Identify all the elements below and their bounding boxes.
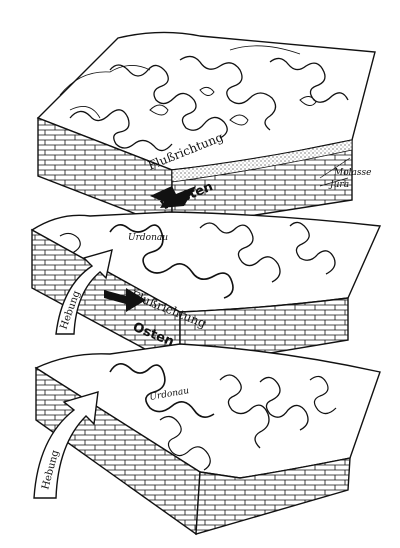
block-middle-direction-arrow [104, 288, 146, 312]
block-top-meander-3 [179, 55, 277, 131]
block-top-oxbows [149, 86, 317, 126]
block-top-stratum-molasse: Molasse [333, 168, 371, 178]
block-top: Flußrichtung Westen Molasse Jura [36, 31, 376, 230]
block-top-molasse-layer [171, 139, 353, 183]
block-top-stratum-jura: Jura [328, 180, 349, 190]
block-bottom-river-4 [309, 375, 337, 415]
block-middle-river-3 [289, 221, 336, 275]
block-middle-uplift-arrow [55, 249, 113, 335]
block-bottom-river-main [109, 363, 215, 418]
block-top-stratum-leader [319, 157, 351, 187]
block-bottom-river-3 [259, 376, 309, 431]
block-top-hills [59, 45, 301, 119]
block-middle-river-2 [199, 222, 281, 283]
block-bottom-river-5 [159, 415, 211, 471]
block-top-meander-1 [109, 64, 228, 139]
block-bottom-right-face [195, 457, 351, 535]
block-top-direction-arrow [150, 186, 196, 208]
block-bottom-river-2 [219, 374, 270, 449]
block-middle: Urdonau Flußrichtung Osten Hebung [30, 211, 382, 370]
block-bottom-uplift-arrow [33, 391, 99, 499]
block-middle-feature-label: Urdonau [128, 233, 168, 243]
block-middle-river-main [109, 224, 234, 299]
block-top-meander-4 [269, 57, 349, 103]
block-bottom: Urdonau Hebung [33, 343, 381, 536]
block-top-meander-2 [69, 109, 173, 152]
